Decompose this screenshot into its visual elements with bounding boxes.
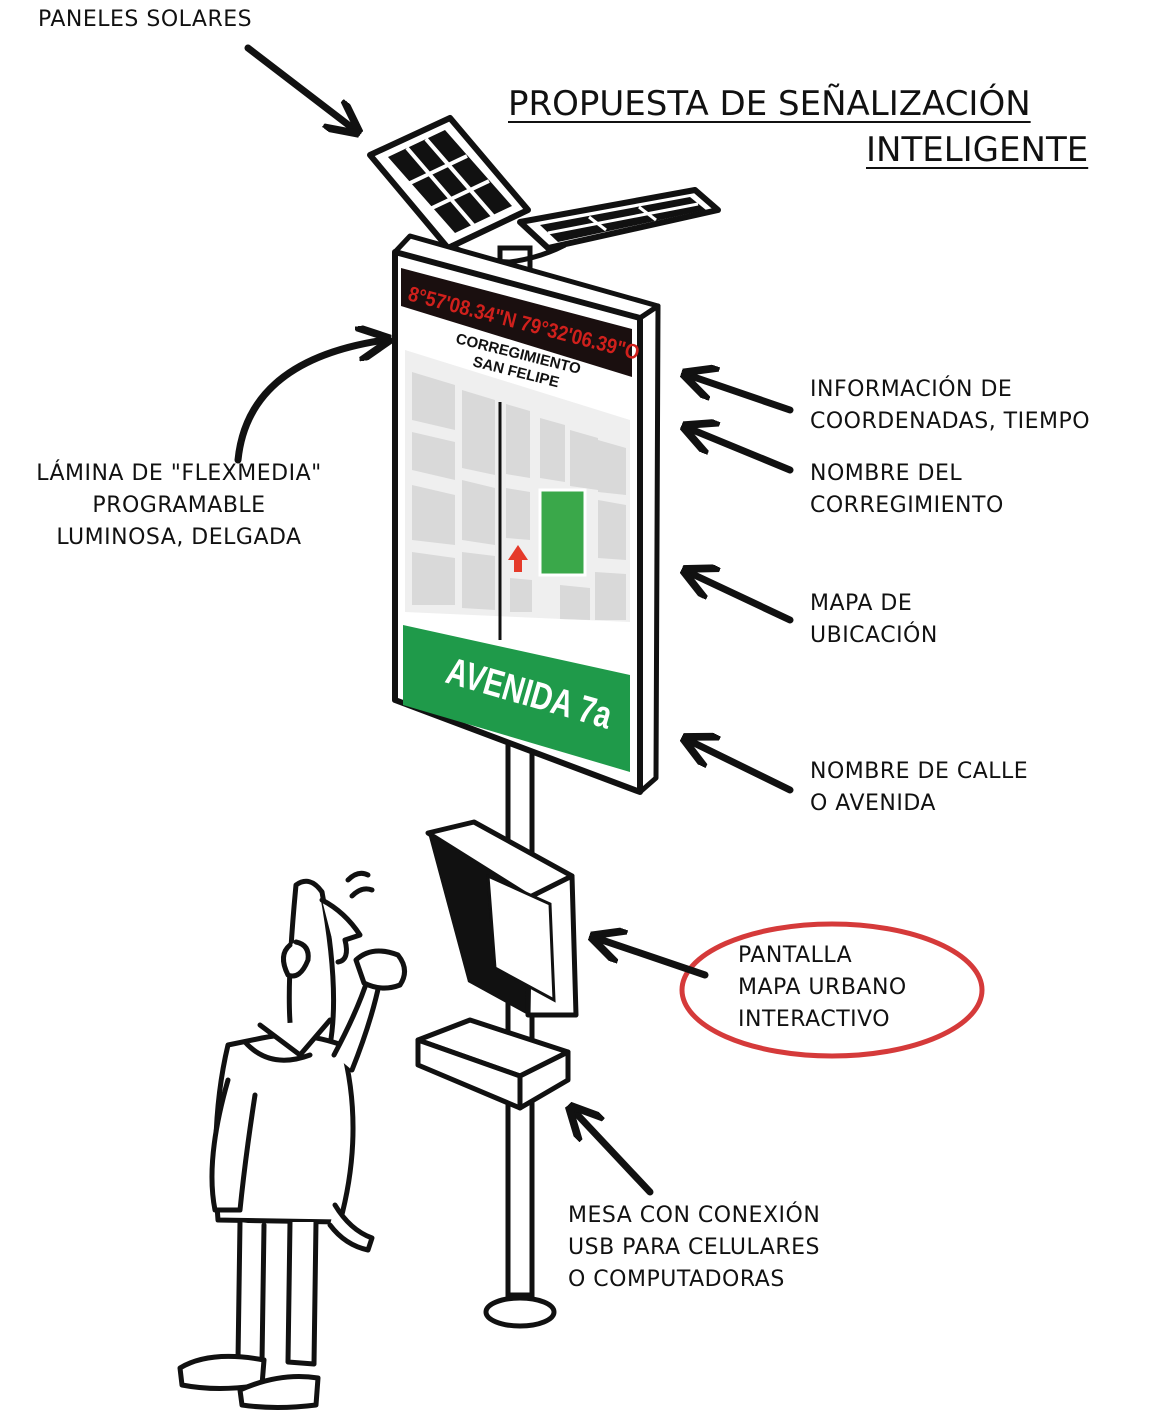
arrow-mesa xyxy=(573,1110,654,1196)
label-lamina-line-2: PROGRAMABLE xyxy=(92,493,266,518)
label-pantalla-line-1: PANTALLA xyxy=(738,943,853,968)
arrow-paneles xyxy=(244,44,355,130)
label-pantalla-line-2: MAPA URBANO xyxy=(738,975,907,1000)
label-mesa-usb: MESA CON CONEXIÓN USB PARA CELULARES O C… xyxy=(568,1200,820,1296)
callout-arrows xyxy=(234,44,794,1196)
interactive-screen xyxy=(425,819,579,1018)
usb-table xyxy=(415,1017,571,1111)
label-lamina-flexmedia: LÁMINA DE "FLEXMEDIA" PROGRAMABLE LUMINO… xyxy=(14,458,344,554)
arrow-calle xyxy=(688,740,794,794)
label-paneles-text: PANELES SOLARES xyxy=(38,7,253,32)
location-marker-icon xyxy=(508,545,528,572)
park-area xyxy=(538,488,587,577)
label-pantalla-interactiva: PANTALLA MAPA URBANO INTERACTIVO xyxy=(738,940,907,1036)
arrow-lamina xyxy=(234,340,385,464)
arrow-informacion xyxy=(688,375,794,414)
label-calle-line-1: NOMBRE DE CALLE xyxy=(810,759,1029,784)
map-blocks xyxy=(412,372,626,620)
label-mesa-line-1: MESA CON CONEXIÓN xyxy=(568,1203,821,1228)
label-informacion-line-2: COORDENADAS, TIEMPO xyxy=(810,409,1091,434)
solar-panel-icon xyxy=(367,115,721,265)
label-mapa-ubicacion: MAPA DE UBICACIÓN xyxy=(810,588,938,652)
label-lamina-line-3: LUMINOSA, DELGADA xyxy=(56,525,302,550)
person-figure xyxy=(177,870,407,1410)
arrow-mapa xyxy=(688,572,794,624)
sign-board: 8°57'08.34"N 79°32'06.39"O xyxy=(392,233,661,795)
arrow-corregimiento xyxy=(688,428,794,474)
label-mapa-line-2: UBICACIÓN xyxy=(810,623,938,648)
label-calle-line-2: O AVENIDA xyxy=(810,791,936,816)
label-lamina-line-1: LÁMINA DE "FLEXMEDIA" xyxy=(36,461,322,486)
coordinate-band xyxy=(401,268,632,377)
label-corregimiento-line-2: CORREGIMIENTO xyxy=(810,493,1004,518)
diagram-title-line-2: INTELIGENTE xyxy=(866,130,1089,170)
label-mesa-line-2: USB PARA CELULARES xyxy=(568,1235,820,1260)
label-paneles-solares: PANELES SOLARES xyxy=(38,4,252,36)
diagram-title-line-1: PROPUESTA DE SEÑALIZACIÓN xyxy=(508,84,1031,124)
label-nombre-calle: NOMBRE DE CALLE O AVENIDA xyxy=(810,756,1028,820)
label-informacion-line-1: INFORMACIÓN DE xyxy=(810,377,1013,402)
label-corregimiento-line-1: NOMBRE DEL xyxy=(810,461,963,486)
label-mesa-line-3: O COMPUTADORAS xyxy=(568,1267,785,1292)
label-pantalla-line-3: INTERACTIVO xyxy=(738,1007,891,1032)
street-band xyxy=(403,625,630,772)
label-mapa-line-1: MAPA DE xyxy=(810,591,913,616)
arrow-pantalla xyxy=(596,938,709,979)
highlight-circle xyxy=(679,921,985,1059)
label-nombre-corregimiento: NOMBRE DEL CORREGIMIENTO xyxy=(810,458,1004,522)
label-informacion-coordenadas: INFORMACIÓN DE COORDENADAS, TIEMPO xyxy=(810,374,1090,438)
